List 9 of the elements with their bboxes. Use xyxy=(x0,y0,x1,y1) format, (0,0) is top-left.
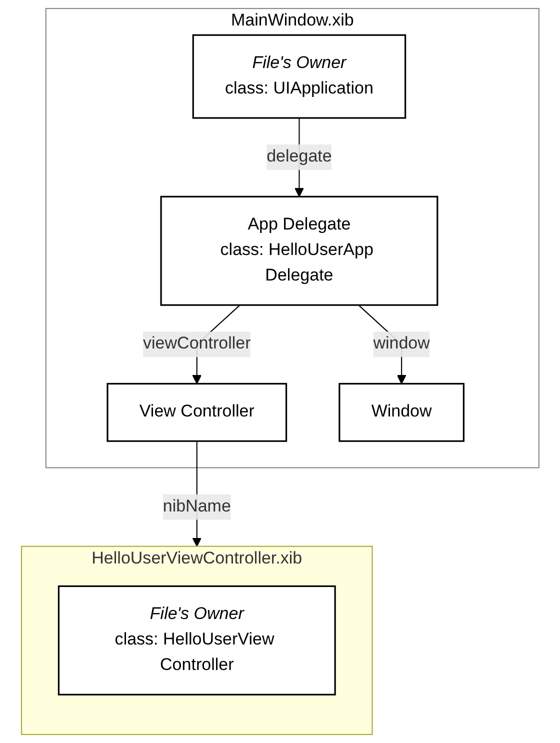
edge-label: viewController xyxy=(142,334,251,353)
node-box: File's Owner class: UIApplication xyxy=(192,34,406,119)
edge-label: window xyxy=(372,334,430,353)
node-box: App Delegate class: HelloUserApp Delegate xyxy=(160,196,438,306)
edge-label: nibName xyxy=(162,497,231,516)
edge-label: delegate xyxy=(266,148,332,166)
node-box: File's Owner class: HelloUserView Controller xyxy=(58,585,336,696)
node-box: View Controller xyxy=(106,382,287,442)
node-box: Window xyxy=(338,382,464,442)
